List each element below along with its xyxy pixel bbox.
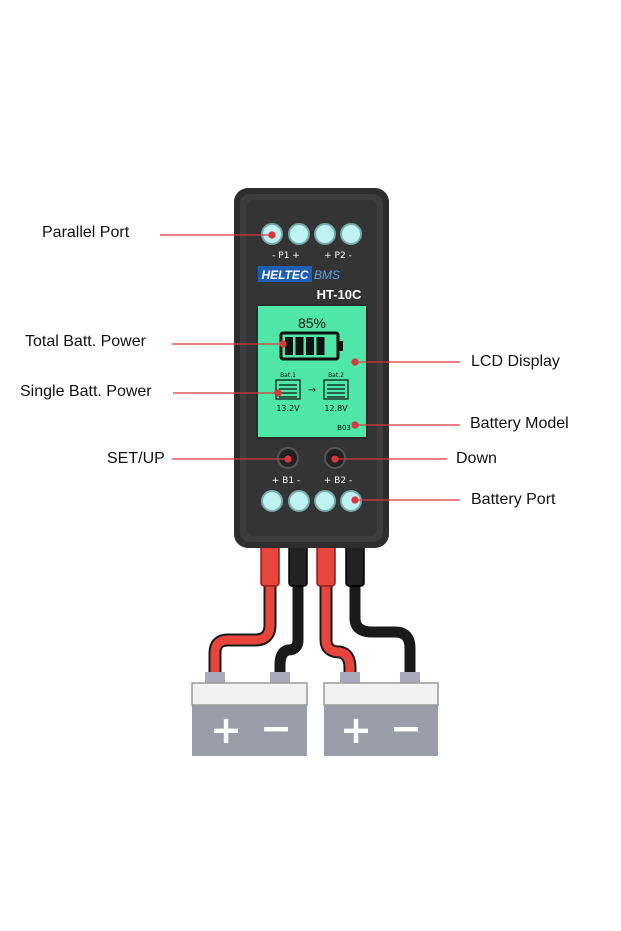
top-port-left-label: - P1 + <box>272 251 300 261</box>
battery-model-code: B03 <box>337 424 351 432</box>
port-p2-plus[interactable] <box>314 223 336 245</box>
port-b1-plus[interactable] <box>261 490 283 512</box>
level-bar <box>285 337 293 355</box>
battery-2-plus: + <box>340 708 372 752</box>
label-single-batt-power: Single Batt. Power <box>20 383 152 400</box>
bat1-label: Bat.1 <box>280 372 296 379</box>
battery-2: + − <box>323 672 439 756</box>
lcd-screen: 85% Bat.1 Bat.2 → 13.2V 12.8V B03 <box>256 304 368 439</box>
label-lcd-display: LCD Display <box>471 353 560 370</box>
total-percent: 85% <box>298 315 326 331</box>
bat2-icon <box>323 379 349 400</box>
label-battery-port: Battery Port <box>471 491 556 508</box>
svg-text:HELTEC: HELTEC <box>261 268 308 282</box>
bat2-label: Bat.2 <box>328 372 344 379</box>
battery-ports: + B1 - + B2 - <box>261 476 362 512</box>
level-bar <box>306 337 314 355</box>
black-wire-2 <box>349 549 416 696</box>
model-name: HT-10C <box>317 287 362 302</box>
label-parallel-port: Parallel Port <box>42 224 130 241</box>
svg-text:BMS: BMS <box>314 268 340 282</box>
port-b2-plus[interactable] <box>314 490 336 512</box>
bat-arrow: → <box>308 385 316 396</box>
battery-1-plus: + <box>210 708 242 752</box>
bottom-port-left-label: + B1 - <box>272 476 300 486</box>
top-port-right-label: + P2 - <box>324 251 352 261</box>
battery-2-minus: − <box>390 706 422 750</box>
label-battery-model: Battery Model <box>470 415 569 432</box>
battery-1: + − <box>191 672 308 756</box>
port-p2-minus[interactable] <box>340 223 362 245</box>
parallel-ports: - P1 + + P2 - <box>261 223 362 261</box>
label-total-batt-power: Total Batt. Power <box>25 333 146 350</box>
battery-1-minus: − <box>260 706 292 750</box>
black-wire-1 <box>274 549 304 696</box>
port-p1-plus[interactable] <box>288 223 310 245</box>
label-down: Down <box>456 450 497 467</box>
bat1-voltage: 13.2V <box>276 404 300 413</box>
bottom-port-right-label: + B2 - <box>324 476 352 486</box>
port-b1-minus[interactable] <box>288 490 310 512</box>
label-set-up: SET/UP <box>107 450 165 467</box>
brand-logo: HELTEC BMS <box>258 266 340 282</box>
level-bar <box>295 337 304 355</box>
port-b2-minus[interactable] <box>340 490 362 512</box>
wires <box>208 548 416 697</box>
callout-lines <box>160 231 460 504</box>
bat1-icon <box>275 379 301 400</box>
bat2-voltage: 12.8V <box>324 404 348 413</box>
level-bar <box>316 337 325 355</box>
